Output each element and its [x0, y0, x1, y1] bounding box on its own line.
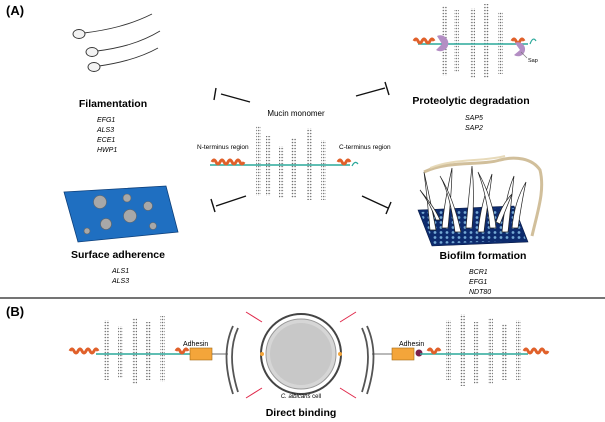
- mucin-monomer-diagram: [210, 126, 359, 200]
- biofilm-gene-3: NDT80: [469, 289, 491, 296]
- c-terminus-label: C-terminus region: [339, 144, 391, 151]
- right-adhesin: [361, 325, 415, 395]
- inhibition-arrows: [210, 81, 392, 215]
- biofilm-heading: Biofilm formation: [440, 250, 527, 262]
- cell-label-species: C. albicans: [281, 394, 311, 400]
- proteolytic-illustration: [412, 4, 537, 78]
- n-terminus-label: N-terminus region: [197, 144, 249, 151]
- inhibit-arrow-proteolytic: [355, 87, 386, 97]
- filamentation-gene-4: HWP1: [97, 147, 117, 154]
- proteolytic-gene-1: SAP5: [465, 115, 483, 122]
- panel-b-label: (B): [6, 304, 24, 319]
- cell-label: C. albicans cell: [281, 394, 321, 400]
- right-binding-site: [415, 349, 423, 357]
- right-mucin-diagram: [415, 314, 550, 386]
- filamentation-gene-1: EFG1: [97, 117, 115, 124]
- c-albicans-cell: [245, 311, 357, 399]
- left-adhesin: [189, 325, 239, 395]
- mucin-monomer-title: Mucin monomer: [267, 109, 325, 118]
- inhibit-arrow-proteolytic-bar: [384, 81, 390, 96]
- proteolytic-heading: Proteolytic degradation: [412, 95, 529, 107]
- inhibit-arrow-biofilm-bar: [385, 201, 392, 215]
- surface-heading: Surface adherence: [71, 249, 165, 261]
- proteolytic-gene-2: SAP2: [465, 125, 483, 132]
- inhibit-arrow-surface: [215, 195, 247, 207]
- surface-gene-2: ALS3: [111, 278, 129, 285]
- inhibit-arrow-biofilm: [361, 195, 389, 209]
- surface-adherence-illustration: [63, 185, 179, 243]
- sap-enzyme-right: [514, 42, 526, 57]
- right-adhesin-label: Adhesin: [399, 341, 424, 348]
- filamentation-heading: Filamentation: [79, 98, 147, 110]
- filamentation-illustration: [72, 13, 161, 72]
- inhibit-arrow-filamentation: [220, 93, 251, 103]
- sap-tag: Sap: [528, 58, 538, 64]
- sap-enzyme-left: [436, 35, 449, 52]
- filamentation-gene-3: ECE1: [97, 137, 115, 144]
- cell-label-rest: cell: [311, 394, 322, 400]
- biofilm-gene-1: BCR1: [469, 269, 488, 276]
- biofilm-illustration: [417, 155, 544, 247]
- filamentation-gene-2: ALS3: [96, 127, 114, 134]
- left-adhesin-label: Adhesin: [183, 341, 208, 348]
- surface-gene-1: ALS1: [111, 268, 129, 275]
- left-mucin-diagram: [68, 316, 211, 384]
- panel-a-label: (A): [6, 3, 24, 18]
- biofilm-gene-2: EFG1: [469, 279, 487, 286]
- inhibit-arrow-filamentation-bar: [213, 87, 217, 101]
- inhibit-arrow-surface-bar: [210, 198, 216, 213]
- direct-binding-caption: Direct binding: [266, 407, 337, 419]
